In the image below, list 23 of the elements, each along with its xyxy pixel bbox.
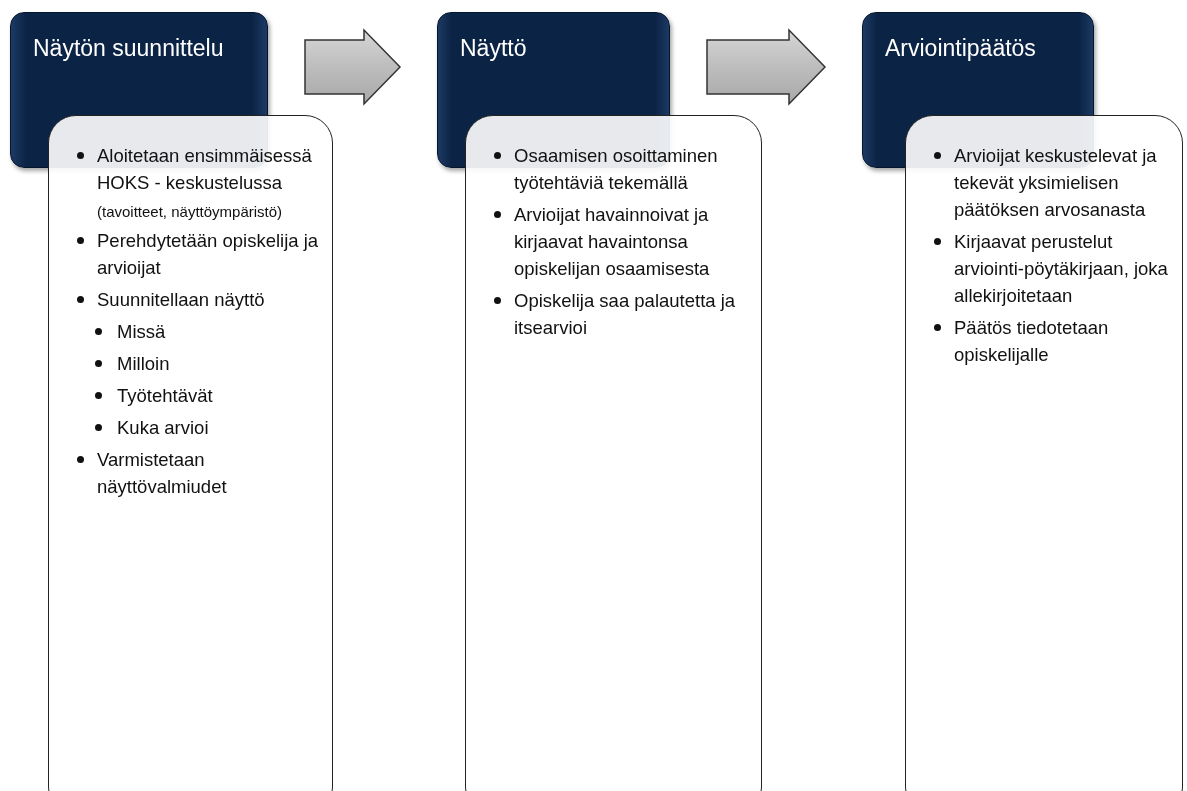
bullet-item: Osaamisen osoittaminen työtehtäviä tekemällä	[490, 142, 753, 196]
bullet-item: Aloitetaan ensimmäisessä HOKS - keskustelussa	[73, 142, 324, 196]
content-card	[465, 115, 762, 791]
bullet-item: Varmistetaan näyttövalmiudet	[73, 446, 324, 500]
bullet-item: Arvioijat havainnoivat ja kirjaavat havaintonsa opiskelijan osaamisesta	[490, 201, 753, 282]
header-title: Näyttö	[460, 34, 528, 63]
header-title: Näytön suunnittelu	[33, 34, 225, 63]
content-card	[905, 115, 1183, 791]
content-card	[48, 115, 333, 791]
bullet-item: Arvioijat keskustelevat ja tekevät yksimielisen päätöksen arvosanasta	[930, 142, 1174, 223]
block-arrow	[304, 28, 402, 106]
bullet-item: Päätös tiedotetaan opiskelijalle	[930, 314, 1174, 368]
bullet-item: Suunnitellaan näyttö	[73, 286, 324, 313]
sub-bullet-item: Missä	[73, 318, 324, 345]
sub-bullet-item: Työtehtävät	[73, 382, 324, 409]
header-title: Arviointipäätös	[885, 34, 1037, 63]
block-arrow	[706, 28, 827, 106]
bullet-note: (tavoitteet, näyttöympäristö)	[96, 202, 284, 222]
bullet-item: Perehdytetään opiskelija ja arvioijat	[73, 227, 324, 281]
bullet-item: Opiskelija saa palautetta ja itsearvioi	[490, 287, 753, 341]
sub-bullet-item: Kuka arvioi	[73, 414, 324, 441]
sub-bullet-item: Milloin	[73, 350, 324, 377]
bullet-item: Kirjaavat perustelut arviointi-pöytäkirjaan, joka allekirjoitetaan	[930, 228, 1174, 309]
